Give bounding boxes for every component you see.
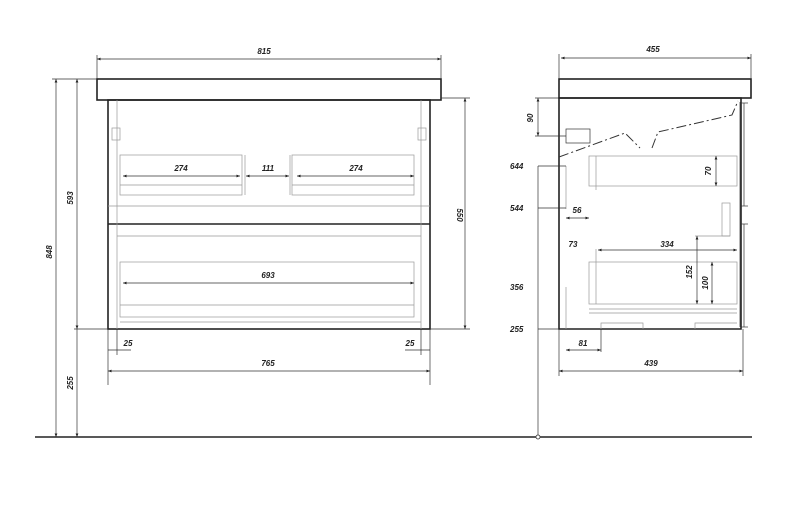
dim-lower-drawer: 693 xyxy=(261,271,275,280)
dim-floor-clearance: 255 xyxy=(66,376,75,391)
dim-gap-73: 73 xyxy=(569,240,578,249)
dim-drawer-100: 100 xyxy=(701,276,710,290)
cabinet-body xyxy=(107,99,431,330)
dim-side-height: 550 xyxy=(455,208,464,222)
dim-center-gap: 111 xyxy=(262,164,275,173)
dim-base-81: 81 xyxy=(579,339,588,348)
dim-drawer-70: 70 xyxy=(704,166,713,175)
dim-drawer-depth: 334 xyxy=(660,240,674,249)
dim-overall-width: 815 xyxy=(257,47,271,56)
dim-cabinet-height: 593 xyxy=(66,191,75,205)
dim-right-offset: 25 xyxy=(405,339,415,348)
level-255: 255 xyxy=(509,325,524,334)
dim-overall-depth: 455 xyxy=(645,45,660,54)
dim-drawer-left: 274 xyxy=(173,164,188,173)
dim-top-offset: 90 xyxy=(526,113,535,122)
side-view: 455 439 90 644 544 356 255 56 73 334 70 … xyxy=(509,45,752,440)
dim-cabinet-width: 765 xyxy=(261,359,275,368)
level-356: 356 xyxy=(510,283,524,292)
level-544: 544 xyxy=(510,204,524,213)
dim-drawer-right: 274 xyxy=(348,164,363,173)
dim-cabinet-depth: 439 xyxy=(643,359,658,368)
dim-total-height: 848 xyxy=(45,245,54,259)
level-644: 644 xyxy=(510,162,524,171)
dim-drawer-152: 152 xyxy=(685,265,694,279)
dim-gap-56: 56 xyxy=(573,206,582,215)
countertop xyxy=(96,78,442,101)
side-countertop xyxy=(558,78,752,99)
front-view: 815 848 593 255 550 274 111 274 693 25 2… xyxy=(45,47,470,437)
dim-left-offset: 25 xyxy=(123,339,133,348)
